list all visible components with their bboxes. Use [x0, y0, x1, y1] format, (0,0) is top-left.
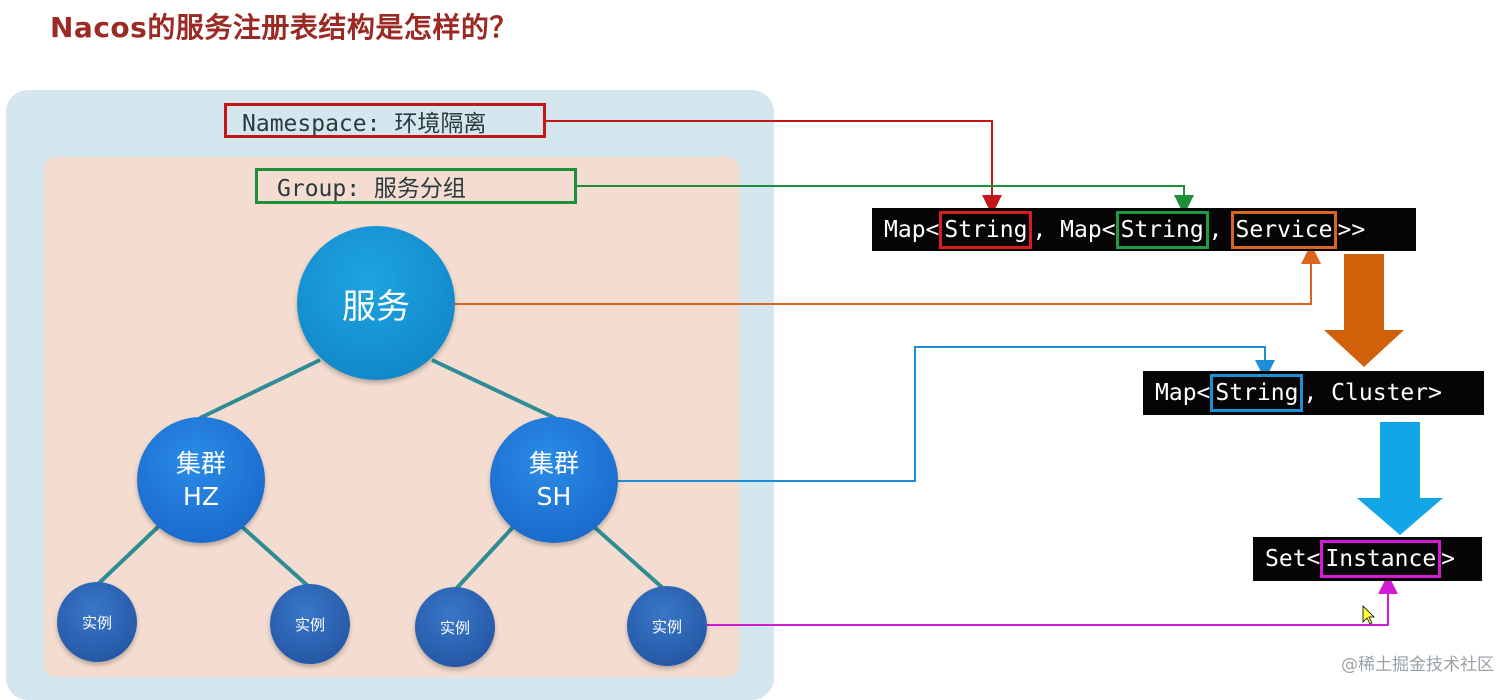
- service-map-code: Map<String, Map<String,Service>>: [872, 208, 1416, 251]
- instance-value-highlight: Instance: [1320, 540, 1442, 578]
- mouse-cursor-icon: [1362, 605, 1375, 625]
- down-arrow-blue-icon: [1357, 422, 1443, 535]
- edge-service-sh: [431, 358, 556, 420]
- instance-node: 实例: [415, 587, 495, 667]
- code-text: >>: [1337, 216, 1366, 243]
- service-node: 服务: [297, 226, 455, 380]
- service-connector: [455, 244, 1321, 305]
- code-text: ,: [1208, 216, 1223, 243]
- namespace-connector: [546, 120, 1002, 215]
- watermark: @稀土掘金技术社区: [1341, 655, 1494, 675]
- instance-node: 实例: [57, 582, 137, 662]
- cluster-connector: [618, 346, 1275, 482]
- cluster-node-hz: 集群 HZ: [137, 417, 265, 543]
- cluster-hz-line2: HZ: [183, 482, 219, 511]
- instance-node: 实例: [627, 586, 707, 666]
- service-value-highlight: Service: [1230, 210, 1338, 249]
- cluster-sh-line1: 集群: [528, 449, 579, 478]
- code-text: , Cluster>: [1303, 380, 1442, 406]
- cluster-map-code: Map<String, Cluster>: [1143, 371, 1484, 415]
- edge-service-hz: [199, 358, 321, 420]
- namespace-key-highlight: String: [939, 210, 1033, 249]
- tree-edges: [95, 358, 667, 592]
- namespace-label: Namespace: 环境隔离: [224, 103, 546, 138]
- cluster-node-sh: 集群 SH: [490, 417, 618, 543]
- edge-sh-inst3: [453, 523, 517, 592]
- cluster-hz-line1: 集群: [175, 449, 226, 478]
- cluster-key-highlight: String: [1210, 374, 1304, 412]
- edge-hz-inst2: [238, 523, 310, 588]
- down-arrow-orange-icon: [1324, 254, 1404, 367]
- code-text: Map<: [1155, 380, 1211, 406]
- code-text: Set<: [1265, 546, 1321, 572]
- code-text: Map<: [884, 216, 940, 243]
- cluster-sh-line2: SH: [536, 482, 572, 511]
- code-text: >: [1441, 546, 1456, 572]
- edge-sh-inst4: [590, 523, 667, 592]
- page-title: Nacos的服务注册表结构是怎样的？: [50, 11, 518, 44]
- group-key-highlight: String: [1115, 210, 1209, 249]
- instance-connector: [707, 574, 1398, 626]
- instance-node: 实例: [270, 584, 350, 664]
- instance-set-code: Set<Instance>: [1253, 537, 1482, 581]
- group-label: Group: 服务分组: [255, 168, 577, 204]
- code-text: , Map<: [1032, 216, 1116, 243]
- group-connector: [577, 185, 1194, 215]
- edge-hz-inst1: [95, 523, 162, 587]
